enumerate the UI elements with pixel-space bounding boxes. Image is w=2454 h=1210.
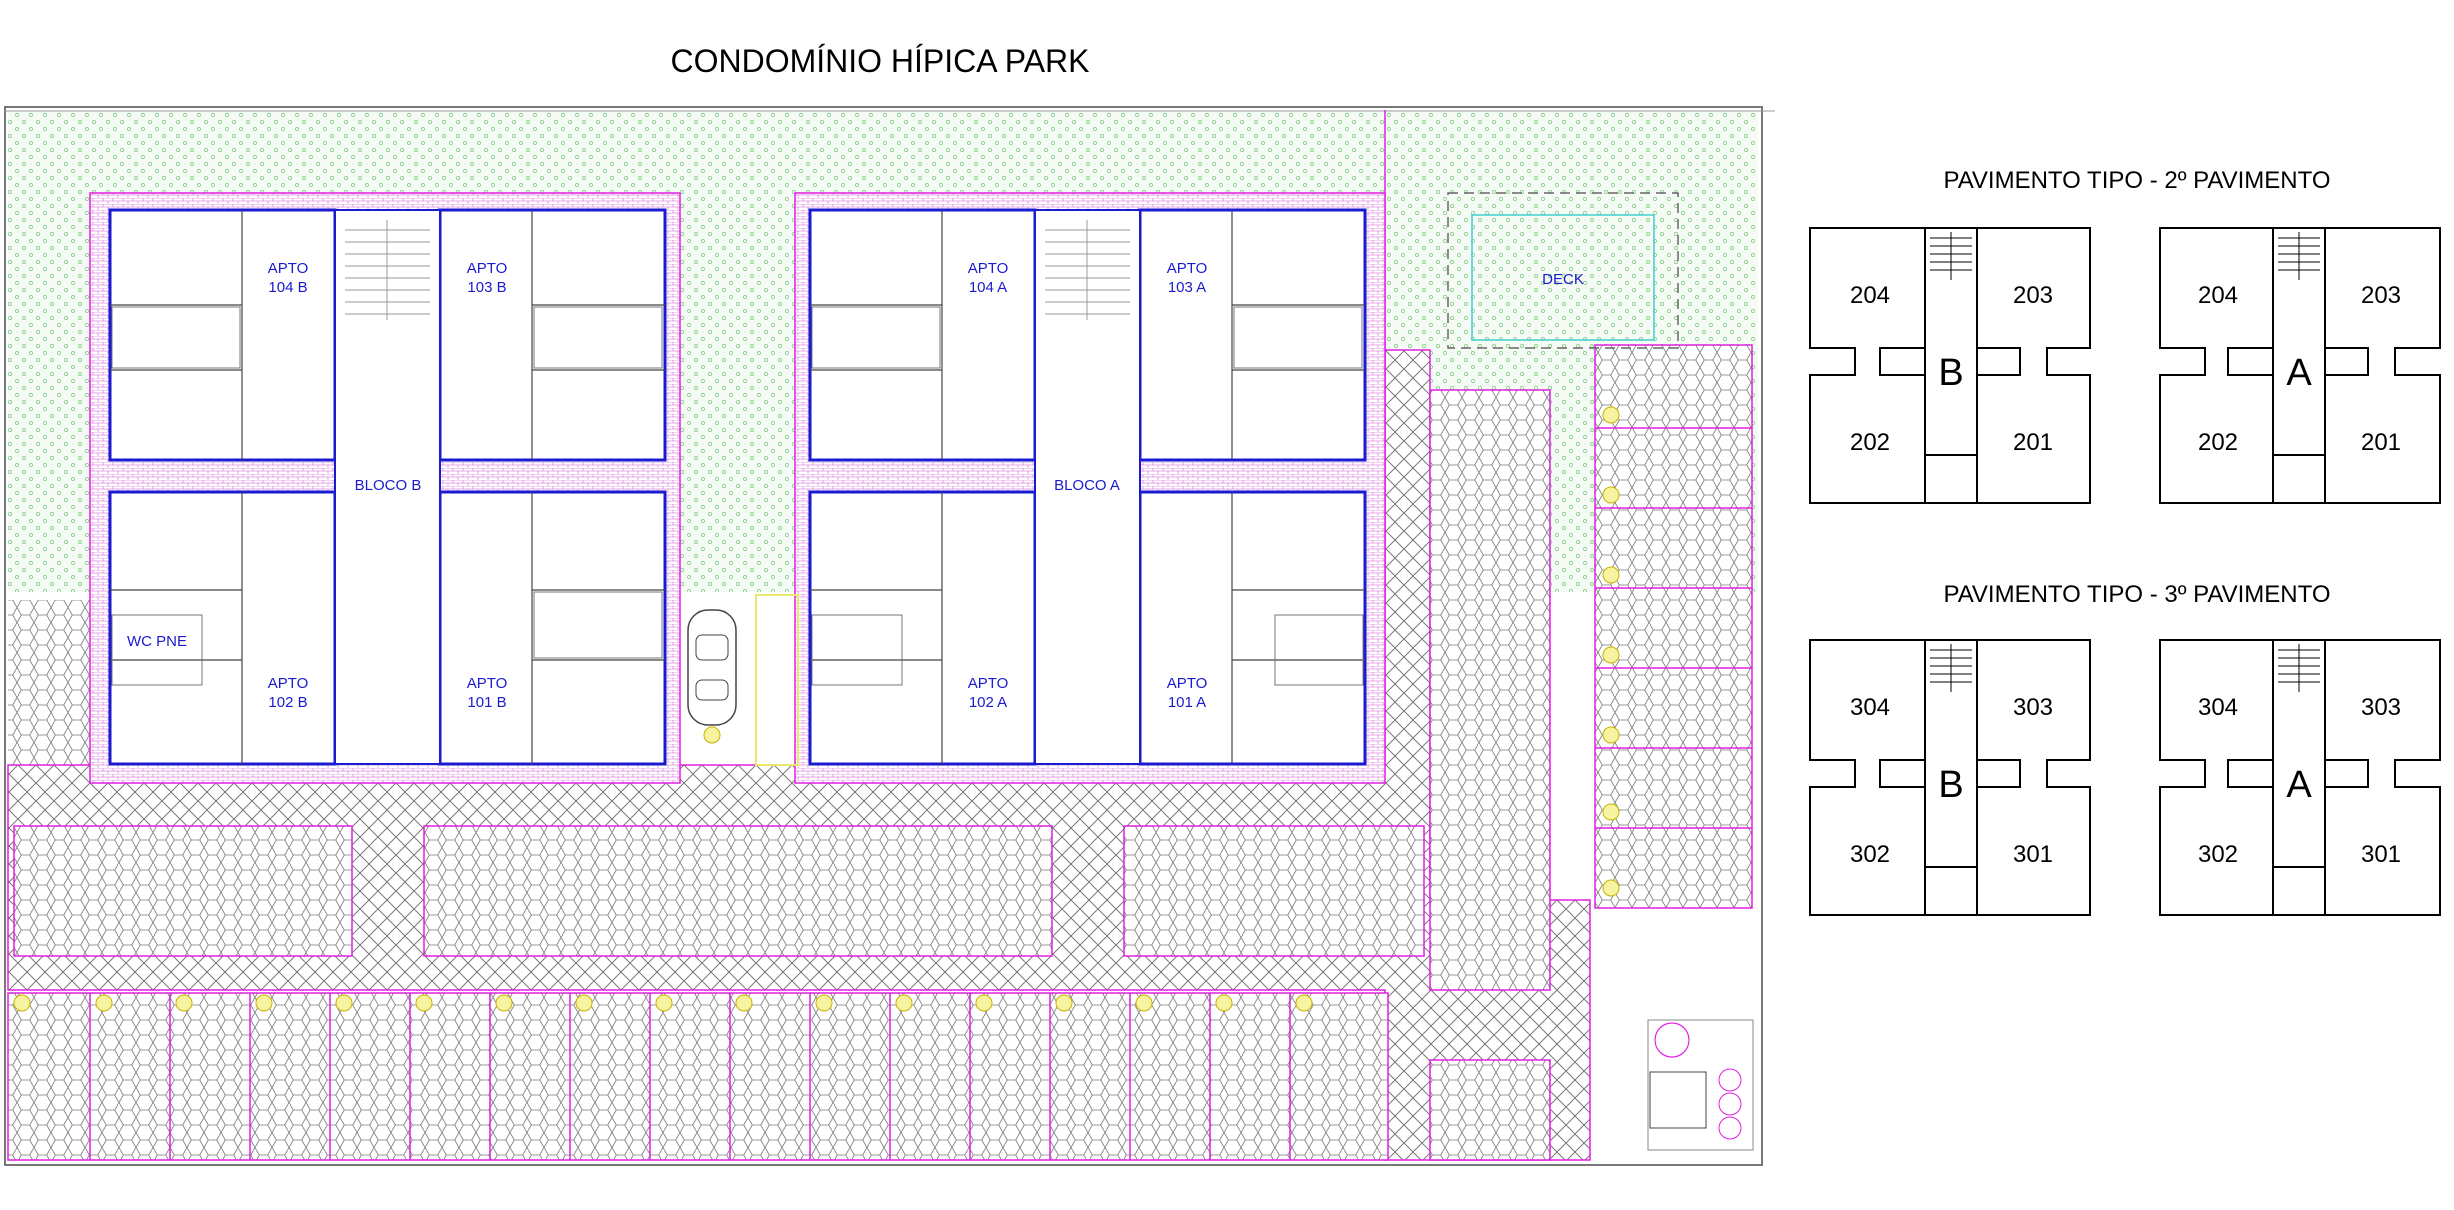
unit-103a-number: 103 A xyxy=(1168,279,1206,296)
deck xyxy=(1471,214,1655,341)
floor-key-3-a-unit-304: 304 xyxy=(2198,694,2238,721)
unit-102b-apto-label: APTO xyxy=(268,675,309,692)
unit-102b xyxy=(108,490,337,766)
unit-103a xyxy=(1138,208,1367,462)
wc-pne-room xyxy=(111,614,203,686)
floor-key-2-b-unit-203: 203 xyxy=(2013,282,2053,309)
block-a-label: BLOCO A xyxy=(1054,477,1120,494)
unit-101a-apto-label: APTO xyxy=(1167,675,1208,692)
parking-row xyxy=(7,992,1389,1161)
car-icon xyxy=(687,609,737,744)
block-b-label: BLOCO B xyxy=(355,477,422,494)
floor-key-2-b-unit-201: 201 xyxy=(2013,429,2053,456)
floor-key-2-b-unit-202: 202 xyxy=(1850,429,1890,456)
floor-key-3-b-unit-304: 304 xyxy=(1850,694,1890,721)
floor-key-3-b-unit-302: 302 xyxy=(1850,841,1890,868)
block-a: APTO 104 A APTO 103 A APTO 102 A APTO 10… xyxy=(794,192,1386,784)
unit-101a xyxy=(1138,490,1367,766)
parking-column xyxy=(1594,344,1753,909)
floor-key-2-b-letter: B xyxy=(1938,352,1963,394)
paving-island xyxy=(423,825,1053,957)
unit-103b-apto-label: APTO xyxy=(467,260,508,277)
parking-markers-right xyxy=(1602,406,1620,897)
unit-102a xyxy=(808,490,1037,766)
floor-key-3-heading: PAVIMENTO TIPO - 3º PAVIMENTO xyxy=(1943,581,2330,608)
parking-markers-bottom xyxy=(13,994,1313,1012)
floor-key-2-block-b: B 204 203 202 201 xyxy=(1809,227,2091,504)
floor-key-2-heading: PAVIMENTO TIPO - 2º PAVIMENTO xyxy=(1943,167,2330,194)
unit-101b-apto-label: APTO xyxy=(467,675,508,692)
deck-label: DECK xyxy=(1542,271,1584,288)
parking-row-dividers xyxy=(89,993,1291,1160)
unit-101b xyxy=(438,490,667,766)
floor-key-3-a-unit-301: 301 xyxy=(2361,841,2401,868)
parking-column-dividers xyxy=(1595,427,1752,829)
paving-island xyxy=(1429,389,1551,991)
paving-island xyxy=(1123,825,1425,957)
unit-104a-number: 104 A xyxy=(969,279,1007,296)
unit-104b-apto-label: APTO xyxy=(268,260,309,277)
equipment-area xyxy=(1647,1019,1754,1151)
floor-key-3-b-unit-303: 303 xyxy=(2013,694,2053,721)
floor-key-2-block-a: A 204 203 202 201 xyxy=(2159,227,2441,504)
floor-key-2-a-letter: A xyxy=(2286,352,2312,394)
floor-key-2-a-unit-201: 201 xyxy=(2361,429,2401,456)
floor-key-2-a-unit-204: 204 xyxy=(2198,282,2238,309)
floor-key-2-a-unit-203: 203 xyxy=(2361,282,2401,309)
block-b: APTO 104 B APTO 103 B APTO 102 B APTO 10… xyxy=(89,192,681,784)
deck-outline xyxy=(1447,192,1679,349)
floor-key-3-a-letter: A xyxy=(2286,764,2312,806)
unit-101a-number: 101 A xyxy=(1168,694,1206,711)
floor-key-3-a-unit-303: 303 xyxy=(2361,694,2401,721)
floor-key-3-b-unit-301: 301 xyxy=(2013,841,2053,868)
page-title: CONDOMÍNIO HÍPICA PARK xyxy=(670,43,1089,79)
floor-key-2-a-unit-202: 202 xyxy=(2198,429,2238,456)
accessible-stripe xyxy=(755,594,799,766)
unit-102a-number: 102 A xyxy=(969,694,1007,711)
floor-key-2: PAVIMENTO TIPO - 2º PAVIMENTO B 204 203 … xyxy=(1809,167,2441,504)
unit-103b-number: 103 B xyxy=(467,279,506,296)
unit-103b xyxy=(438,208,667,462)
unit-102a-apto-label: APTO xyxy=(968,675,1009,692)
unit-102b-number: 102 B xyxy=(268,694,307,711)
unit-104b xyxy=(108,208,337,462)
floor-key-3: PAVIMENTO TIPO - 3º PAVIMENTO B 304 303 … xyxy=(1809,581,2441,916)
unit-104a-apto-label: APTO xyxy=(968,260,1009,277)
paving-left xyxy=(8,600,92,765)
floor-key-3-block-b: B 304 303 302 301 xyxy=(1809,639,2091,916)
unit-101b-number: 101 B xyxy=(467,694,506,711)
unit-104a xyxy=(808,208,1037,462)
floor-key-2-b-unit-204: 204 xyxy=(1850,282,1890,309)
site-frame xyxy=(4,106,1763,1166)
site-plan: APTO 104 B APTO 103 B APTO 102 B APTO 10… xyxy=(4,106,1775,1166)
floor-key-3-a-unit-302: 302 xyxy=(2198,841,2238,868)
unit-104b-number: 104 B xyxy=(268,279,307,296)
unit-103a-apto-label: APTO xyxy=(1167,260,1208,277)
paving-island xyxy=(1429,1059,1551,1161)
floor-key-3-b-letter: B xyxy=(1938,764,1963,806)
paving-island xyxy=(13,825,353,957)
floor-key-3-block-a: A 304 303 302 301 xyxy=(2159,639,2441,916)
wc-pne-label: WC PNE xyxy=(127,633,187,650)
